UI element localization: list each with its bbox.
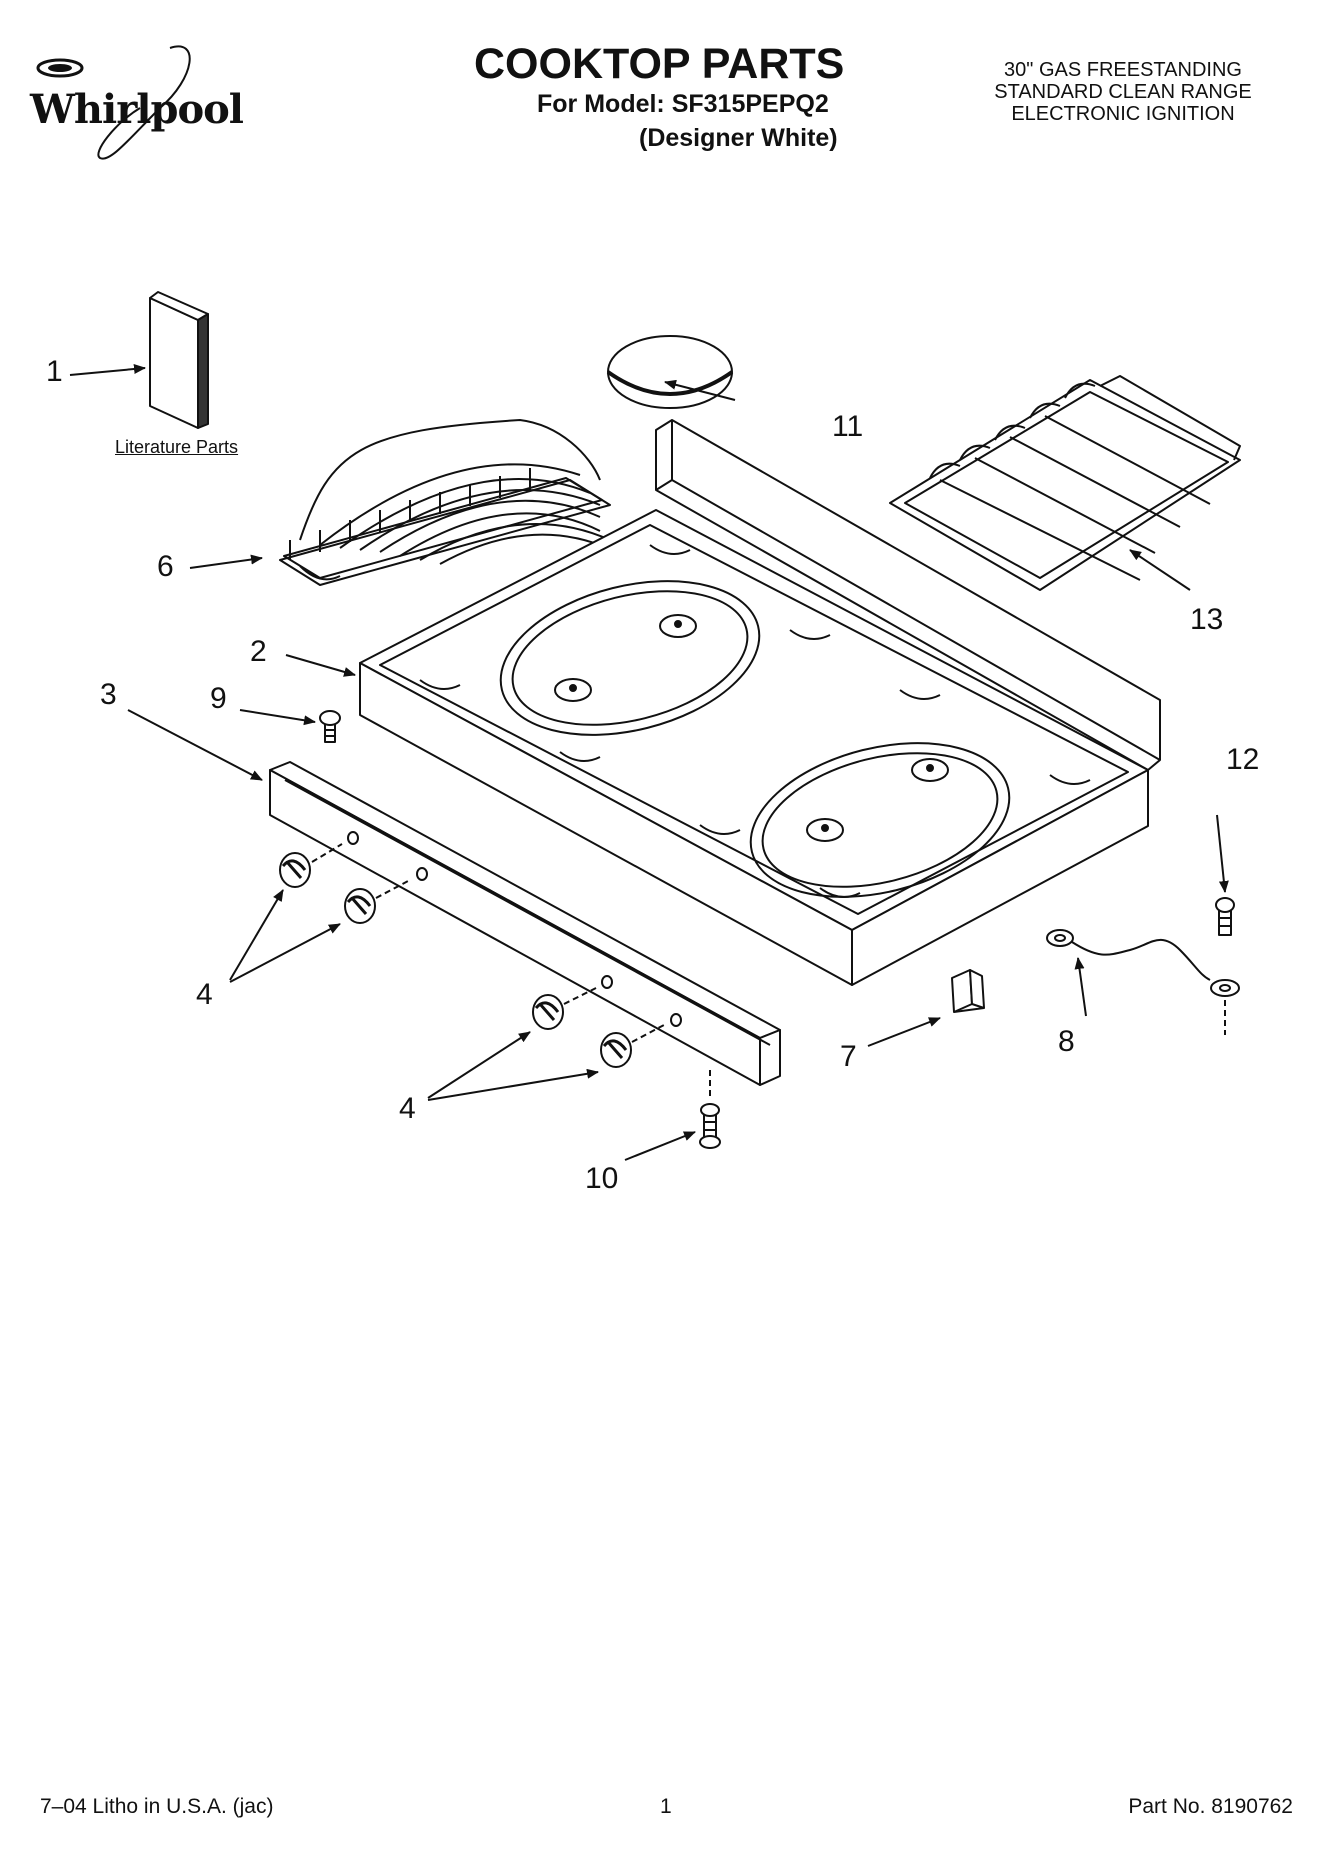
model-line: For Model: SF315PEPQ2 xyxy=(537,90,829,118)
screw-part-12 xyxy=(1215,897,1235,1035)
callout-13: 13 xyxy=(1190,603,1224,636)
product-description: 30" GAS FREESTANDING STANDARD CLEAN RANG… xyxy=(963,59,1283,125)
screw-part-10 xyxy=(699,1070,721,1149)
callout-12: 12 xyxy=(1226,743,1260,776)
callout-7: 7 xyxy=(840,1040,857,1073)
description-line: ELECTRONIC IGNITION xyxy=(1011,103,1235,125)
callout-4: 4 xyxy=(196,978,213,1011)
literature-booklet-part xyxy=(149,291,209,429)
callout-4: 4 xyxy=(399,1092,416,1125)
brand-wordmark: Whirlpool xyxy=(30,86,244,133)
callout-10: 10 xyxy=(585,1162,619,1195)
clip-part xyxy=(951,969,985,1013)
variant-line: (Designer White) xyxy=(639,124,838,152)
description-line: STANDARD CLEAN RANGE xyxy=(994,81,1252,103)
callout-11: 11 xyxy=(832,410,864,443)
print-info: 7–04 Litho in U.S.A. (jac) xyxy=(40,1795,274,1818)
knob-parts xyxy=(279,843,665,1068)
part-number: Part No. 8190762 xyxy=(1128,1795,1293,1818)
cooktop-part xyxy=(359,419,1161,986)
callout-8: 8 xyxy=(1058,1025,1075,1058)
right-grate-part xyxy=(889,375,1241,591)
callout-9: 9 xyxy=(210,682,227,715)
ground-wire-part xyxy=(1046,929,1240,997)
callout-3: 3 xyxy=(100,678,117,711)
callout-2: 2 xyxy=(250,635,267,668)
round-cover-part xyxy=(606,335,734,409)
left-grate-part xyxy=(279,419,611,586)
leader-arrows xyxy=(69,364,1229,1161)
callout-1: 1 xyxy=(46,355,63,388)
whirlpool-swirl-icon xyxy=(36,45,191,160)
whirlpool-logo: Whirlpool xyxy=(20,38,260,173)
description-line: 30" GAS FREESTANDING xyxy=(1004,59,1242,81)
literature-parts-label: Literature Parts xyxy=(115,437,239,457)
screw-part-9 xyxy=(319,710,341,743)
page-title: COOKTOP PARTS xyxy=(474,40,845,88)
page-number: 1 xyxy=(660,1795,672,1818)
control-panel-part xyxy=(269,761,781,1086)
callout-6: 6 xyxy=(157,550,174,583)
